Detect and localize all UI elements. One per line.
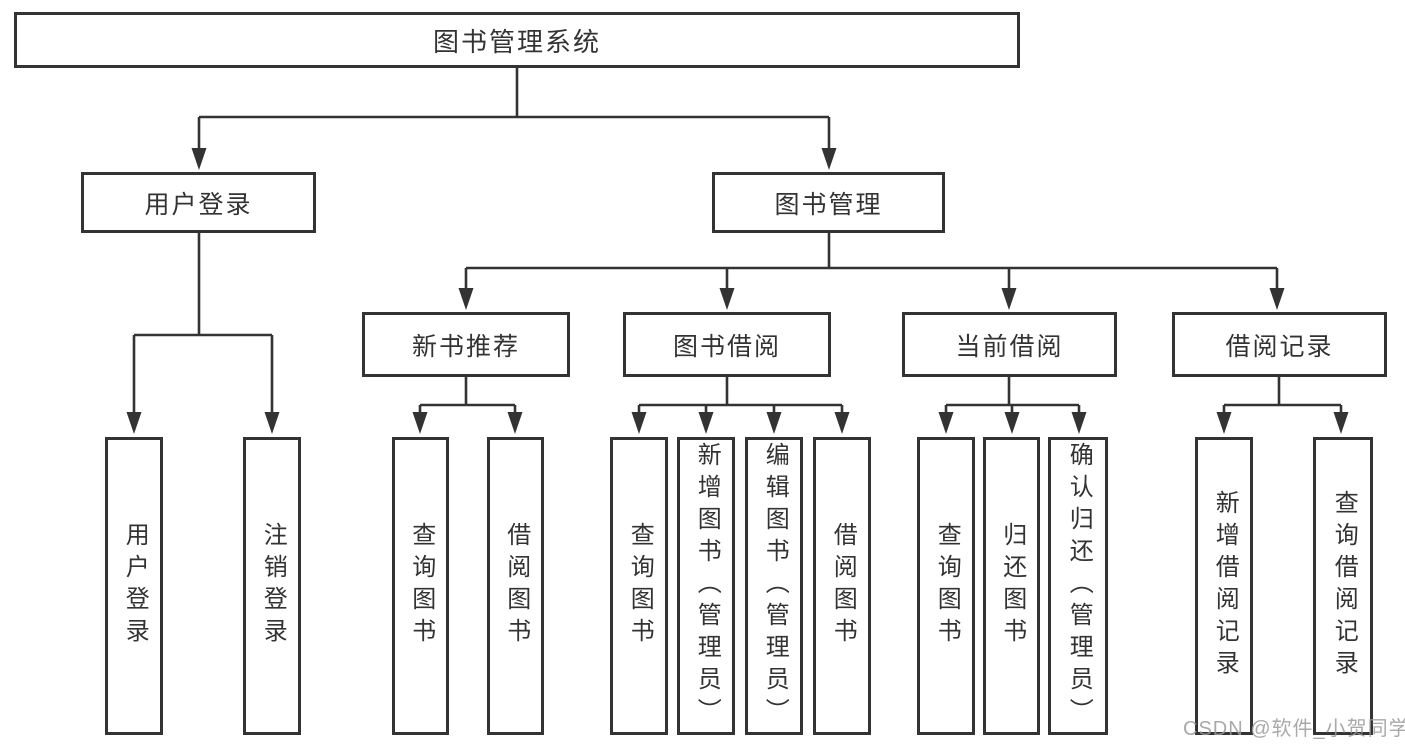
arrow-down-icon: [631, 412, 647, 434]
arrow-down-icon: [1001, 288, 1017, 310]
node-label: 编辑图书（管理员）: [761, 442, 789, 730]
leaf-edit-book-admin: 编辑图书（管理员）: [745, 437, 803, 735]
leaf-borrow-books-2: 借阅图书: [813, 437, 871, 735]
arrow-down-icon: [1071, 412, 1087, 434]
leaf-query-books-1: 查询图书: [392, 437, 449, 735]
arrow-down-icon: [821, 148, 837, 170]
node-label: 图书管理系统: [432, 26, 601, 57]
node-label: 图书管理: [774, 190, 883, 219]
arrow-down-icon: [1333, 412, 1349, 434]
connector-current-borrowing: [938, 377, 1087, 434]
node-book-management: 图书管理: [712, 172, 945, 233]
node-new-book-recommend: 新书推荐: [362, 312, 570, 377]
node-label: 用户登录: [144, 190, 253, 219]
node-book-borrowing: 图书借阅: [623, 312, 831, 377]
arrow-down-icon: [412, 412, 428, 434]
node-label: 查询图书: [933, 522, 961, 650]
leaf-user-login: 用户登录: [105, 437, 163, 735]
node-label: 借阅图书: [829, 522, 857, 650]
leaf-query-borrow-record: 查询借阅记录: [1313, 437, 1373, 735]
arrow-down-icon: [1004, 412, 1020, 434]
connector-book-management: [458, 232, 1285, 310]
arrow-down-icon: [191, 148, 207, 170]
leaf-add-book-admin: 新增图书（管理员）: [677, 437, 735, 735]
leaf-logout: 注销登录: [243, 437, 301, 735]
arrow-down-icon: [1216, 412, 1232, 434]
arrow-down-icon: [126, 412, 142, 434]
node-user-login: 用户登录: [81, 172, 316, 233]
connector-root: [191, 66, 837, 170]
leaf-return-book: 归还图书: [983, 437, 1040, 735]
arrow-down-icon: [719, 288, 735, 310]
node-label: 新增图书（管理员）: [693, 442, 721, 730]
node-current-borrowing: 当前借阅: [902, 312, 1117, 377]
node-label: 新增借阅记录: [1211, 490, 1239, 682]
node-label: 当前借阅: [955, 332, 1064, 361]
node-label: 用户登录: [121, 522, 149, 650]
connector-user-login: [126, 232, 280, 434]
leaf-query-books-2: 查询图书: [610, 437, 668, 735]
leaf-borrow-books-1: 借阅图书: [487, 437, 544, 735]
csdn-watermark: CSDN @软件_小贺同学: [1183, 718, 1405, 740]
node-label: 借阅图书: [502, 522, 530, 650]
leaf-confirm-return-admin: 确认归还（管理员）: [1048, 437, 1108, 735]
node-label: 查询借阅记录: [1330, 490, 1358, 682]
node-library-management-system: 图书管理系统: [14, 12, 1020, 68]
node-label: 图书借阅: [672, 332, 781, 361]
leaf-query-books-3: 查询图书: [917, 437, 975, 735]
node-label: 查询图书: [407, 522, 435, 650]
leaf-add-borrow-record: 新增借阅记录: [1195, 437, 1253, 735]
arrow-down-icon: [938, 412, 954, 434]
arrow-down-icon: [1269, 288, 1285, 310]
node-label: 查询图书: [626, 522, 654, 650]
arrow-down-icon: [507, 412, 523, 434]
connector-borrowing-records: [1216, 377, 1349, 434]
arrow-down-icon: [766, 412, 782, 434]
arrow-down-icon: [698, 412, 714, 434]
node-label: 确认归还（管理员）: [1065, 442, 1093, 730]
connector-new-book-recommend: [412, 377, 523, 434]
arrow-down-icon: [264, 412, 280, 434]
node-label: 借阅记录: [1225, 332, 1334, 361]
node-label: 归还图书: [998, 522, 1026, 650]
connector-book-borrowing: [631, 377, 850, 434]
node-label: 新书推荐: [411, 332, 520, 361]
arrow-down-icon: [834, 412, 850, 434]
node-borrowing-records: 借阅记录: [1172, 312, 1387, 377]
node-label: 注销登录: [259, 522, 287, 650]
arrow-down-icon: [458, 288, 474, 310]
